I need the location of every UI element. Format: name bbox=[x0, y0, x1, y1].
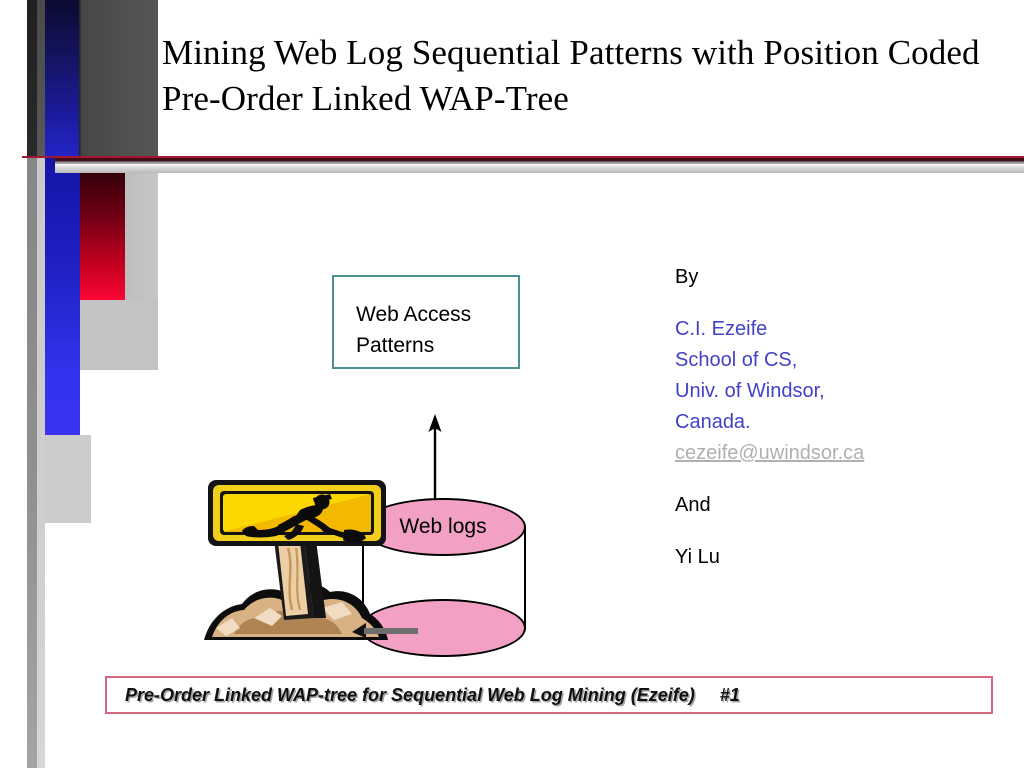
title-divider-gray-band-highlight bbox=[55, 164, 1024, 173]
decor-lower-light-column bbox=[45, 435, 91, 523]
decor-light-gray-column bbox=[37, 157, 45, 768]
author-by-label: By bbox=[675, 266, 699, 288]
decor-header-left-edge-2 bbox=[37, 0, 45, 157]
man-digging-construction-sign-icon bbox=[196, 468, 401, 648]
cylinder-right-wall bbox=[524, 526, 526, 630]
author-block: By C.I. Ezeife School of CS, Univ. of Wi… bbox=[675, 262, 995, 573]
author-and-label: And bbox=[675, 494, 711, 516]
slide-title: Mining Web Log Sequential Patterns with … bbox=[162, 33, 980, 118]
web-access-patterns-box: Web Access Patterns bbox=[332, 275, 520, 369]
author-spacer-1 bbox=[675, 293, 995, 314]
cylinder-left-wall bbox=[362, 526, 364, 630]
shovel-gray-arrow bbox=[352, 620, 420, 640]
footer-text: Pre-Order Linked WAP-tree for Sequential… bbox=[125, 685, 740, 705]
author-name: C.I. Ezeife bbox=[675, 318, 768, 340]
web-logs-label: Web logs bbox=[399, 515, 487, 538]
web-access-patterns-label: Web Access Patterns bbox=[356, 303, 472, 357]
author-university: Univ. of Windsor, bbox=[675, 380, 825, 402]
author-spacer-2 bbox=[675, 469, 995, 490]
decor-header-left-edge bbox=[27, 0, 37, 157]
author-second-name: Yi Lu bbox=[675, 546, 720, 568]
author-email-link[interactable]: cezeife@uwindsor.ca bbox=[675, 442, 865, 464]
decor-mid-gray-block bbox=[80, 300, 158, 370]
decor-dark-gray-column bbox=[27, 157, 37, 768]
title-divider-red-line bbox=[22, 156, 1024, 158]
decor-header-navy-stripe bbox=[45, 0, 79, 157]
author-spacer-3 bbox=[675, 521, 995, 542]
author-school: School of CS, bbox=[675, 349, 798, 371]
footer-box: Pre-Order Linked WAP-tree for Sequential… bbox=[105, 676, 993, 714]
author-country: Canada. bbox=[675, 411, 751, 433]
decor-blue-bar bbox=[45, 157, 80, 435]
